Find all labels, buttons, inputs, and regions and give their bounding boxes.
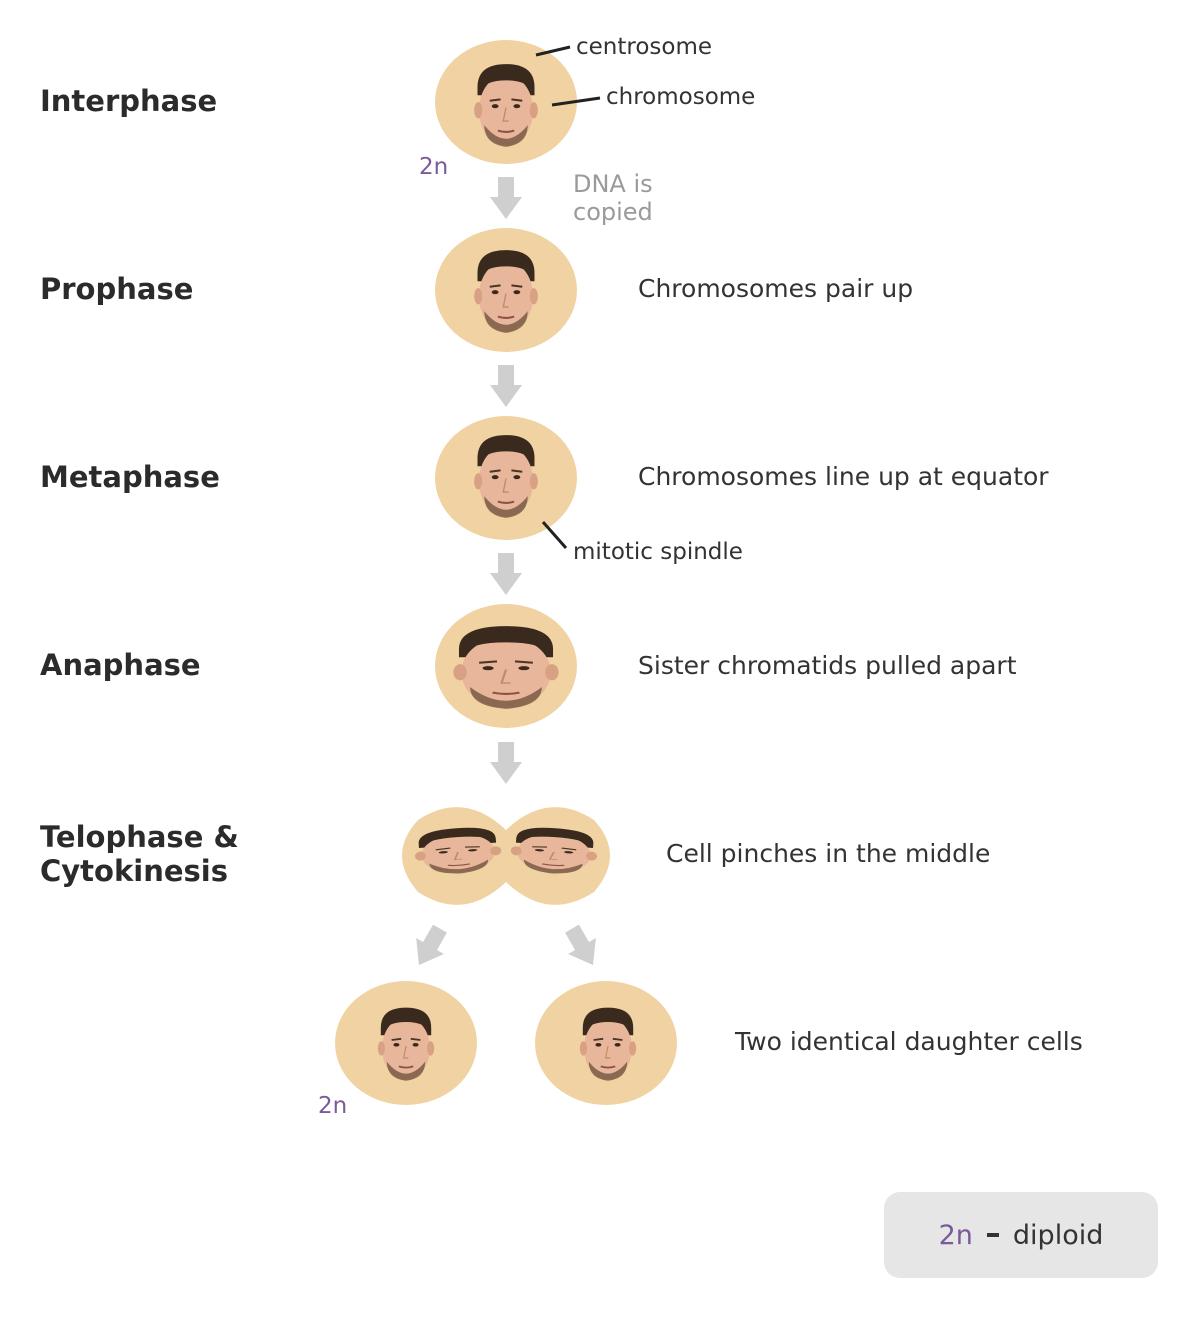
ploidy-top: 2n xyxy=(419,154,449,180)
legend-meaning: diploid xyxy=(1012,1219,1104,1251)
dna-note-line2: copied xyxy=(573,198,653,226)
stage-metaphase: Metaphase xyxy=(40,460,220,494)
stage-telophase-line2: Cytokinesis xyxy=(40,854,228,888)
anaphase-cell xyxy=(435,604,577,728)
diagonal-arrow-icon xyxy=(558,920,607,974)
interphase-cell xyxy=(435,40,577,164)
daughter-cell-left xyxy=(335,981,477,1105)
stage-telophase-line1: Telophase & xyxy=(40,820,239,854)
ploidy-bottom: 2n xyxy=(318,1093,348,1119)
telophase-cell xyxy=(402,807,610,905)
stage-anaphase: Anaphase xyxy=(40,648,201,682)
dna-note-line1: DNA is xyxy=(573,170,653,198)
metaphase-cell xyxy=(435,416,577,540)
anaphase-description: Sister chromatids pulled apart xyxy=(638,651,1017,680)
stage-interphase: Interphase xyxy=(40,84,218,118)
metaphase-description: Chromosomes line up at equator xyxy=(638,462,1049,491)
down-arrow-icon xyxy=(490,177,522,219)
legend-symbol: 2n xyxy=(938,1219,973,1251)
dna-copied-note: DNA is copied xyxy=(573,170,653,226)
centrosome-leader xyxy=(535,45,571,57)
chromosome-leader xyxy=(551,96,601,107)
prophase-cell xyxy=(435,228,577,352)
prophase-description: Chromosomes pair up xyxy=(638,274,914,303)
down-arrow-icon xyxy=(490,365,522,407)
spindle-label: mitotic spindle xyxy=(573,539,743,565)
down-arrow-icon xyxy=(490,553,522,595)
diagonal-arrow-icon xyxy=(405,920,454,974)
centrosome-label: centrosome xyxy=(576,34,713,60)
stage-prophase: Prophase xyxy=(40,272,194,306)
spindle-leader xyxy=(541,521,568,549)
daughter-cell-right xyxy=(535,981,677,1105)
down-arrow-icon xyxy=(490,742,522,784)
chromosome-label: chromosome xyxy=(606,84,756,110)
legend-box: 2n diploid xyxy=(884,1192,1158,1278)
daughter-description: Two identical daughter cells xyxy=(735,1027,1083,1056)
telophase-description: Cell pinches in the middle xyxy=(666,839,991,868)
legend-dash xyxy=(986,1233,999,1237)
stage-telophase: Telophase & Cytokinesis xyxy=(40,820,239,888)
